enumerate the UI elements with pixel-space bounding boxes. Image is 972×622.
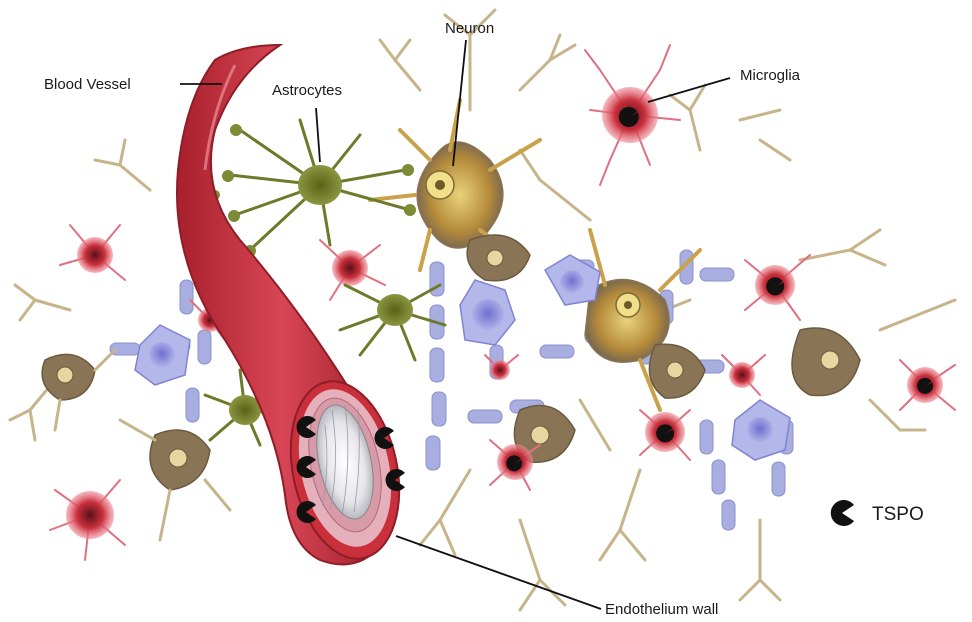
astrocyte-mid-body [377, 294, 413, 326]
microglia-cell-lower-left [50, 480, 125, 560]
oligodendrocyte-right [732, 400, 790, 460]
oligodendrocyte-center [460, 280, 515, 345]
microglia-cell-top [585, 45, 680, 185]
blood-vessel-label: Blood Vessel [44, 76, 131, 93]
microglia-cell-upper-mid [320, 240, 385, 300]
legend: TSPO [831, 500, 924, 526]
tspo-legend-label: TSPO [872, 504, 924, 525]
neuron-label: Neuron [445, 20, 494, 37]
microglia-cell-left [60, 225, 125, 280]
endothelium-wall-label: Endothelium wall [605, 601, 718, 618]
neuron-upper-mid [467, 235, 530, 281]
neuron-left [42, 350, 115, 430]
microglia-cell-right-edge [900, 360, 955, 410]
microglia-cell-mid-right [722, 355, 765, 395]
microglia-label: Microglia [740, 67, 801, 84]
astrocyte-top-body [298, 165, 342, 205]
microglia-leader [648, 78, 730, 102]
astrocytes-leader [316, 108, 320, 162]
neuron-right [792, 328, 860, 396]
endothelium-wall-leader [396, 536, 601, 609]
astrocytes-label: Astrocytes [272, 82, 342, 99]
neuron-mid-right [649, 344, 705, 398]
oligodendrocyte-left [135, 325, 190, 385]
microglia-cell-right-top [745, 255, 810, 320]
tspo-legend-icon [831, 500, 854, 526]
microglia-cell-lower-mid [640, 410, 690, 460]
